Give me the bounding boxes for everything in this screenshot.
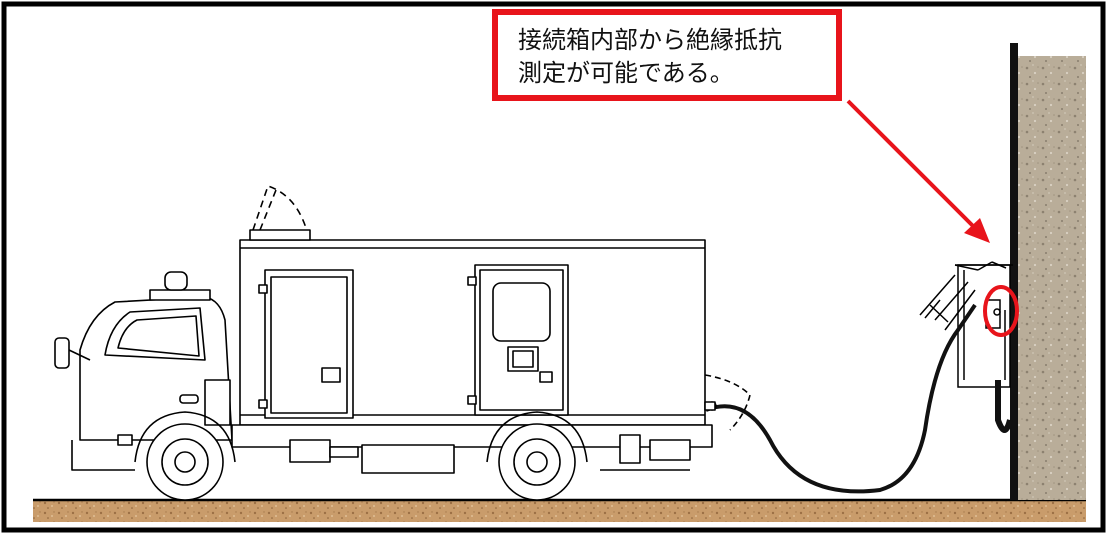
connector-highlight-ellipse (983, 285, 1019, 337)
callout-text-line-2: 測定が可能である。 (518, 59, 734, 87)
annotation-callout-box: 接続箱内部から絶縁抵抗 測定が可能である。 (492, 9, 842, 101)
measurement-truck (54, 185, 751, 501)
callout-arrow (846, 99, 990, 243)
concrete-wall (1010, 43, 1086, 500)
test-cable (705, 303, 977, 494)
ground-strip (33, 500, 1086, 522)
callout-text-line-1: 接続箱内部から絶縁抵抗 (518, 26, 782, 54)
